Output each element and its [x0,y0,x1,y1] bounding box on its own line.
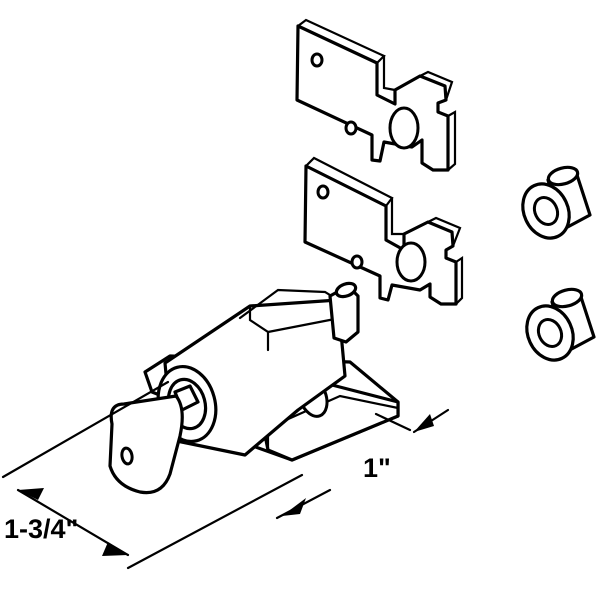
lower-bracket-screw-hole-bottom [350,254,364,270]
width-dimension [1,380,332,570]
lower-bracket-screw-hole-top [316,184,330,200]
width-dimension-label: 1-3/4" [4,514,79,544]
upper-bracket-screw-hole-top [310,52,324,68]
upper-bracket-large-hole [388,106,420,150]
lower-bracket [303,156,464,306]
upper-bracket-screw-hole-bottom [344,120,358,136]
lower-bushing [525,287,596,362]
lock-body [143,281,400,462]
upper-bushing [521,165,592,240]
height-dimension [374,408,450,434]
lower-bracket-large-hole [395,241,427,283]
upper-bracket [295,18,457,172]
key-hole [120,446,134,466]
key [108,384,200,495]
height-dimension-label: 1" [363,453,391,483]
